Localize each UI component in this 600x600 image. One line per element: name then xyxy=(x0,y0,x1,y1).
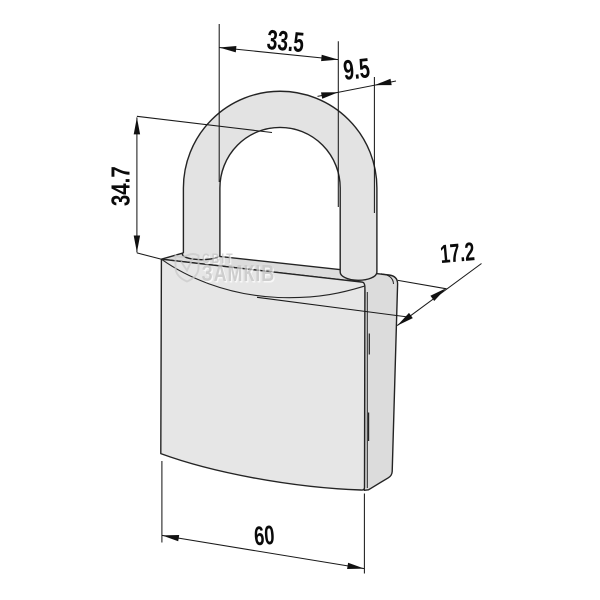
svg-text:СВІТ: СВІТ xyxy=(202,251,235,267)
svg-text:17.2: 17.2 xyxy=(439,237,476,269)
svg-text:9.5: 9.5 xyxy=(342,53,372,87)
svg-text:60: 60 xyxy=(253,519,275,551)
svg-text:СВІТ: СВІТ xyxy=(203,252,236,268)
svg-text:34.7: 34.7 xyxy=(106,166,135,206)
svg-text:ЗАМКІВ: ЗАМКІВ xyxy=(202,261,276,287)
svg-text:33.5: 33.5 xyxy=(266,25,306,60)
svg-text:ЗАМКІВ: ЗАМКІВ xyxy=(203,262,277,288)
